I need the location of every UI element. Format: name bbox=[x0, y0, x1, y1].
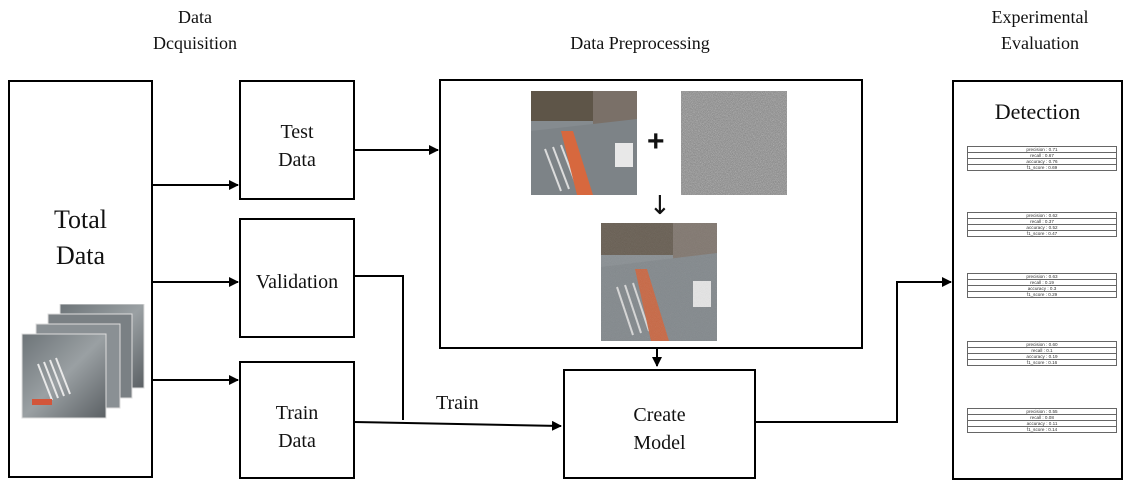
header-evaluation-line2: Evaluation bbox=[1001, 33, 1079, 53]
metrics-table-3: precision : 0.63 recall : 0.19 accuracy … bbox=[967, 273, 1117, 298]
validation-box: Validation bbox=[239, 218, 355, 338]
table-row: f1_score : 0.14 bbox=[967, 426, 1117, 433]
total-data-line1: Total bbox=[53, 205, 108, 234]
header-data-preprocessing: Data Preprocessing bbox=[520, 30, 760, 56]
original-image bbox=[531, 91, 637, 195]
metric-cell: f1_score : 0.29 bbox=[967, 291, 1117, 298]
train-data-label: Train Data bbox=[241, 399, 353, 455]
metrics-table-4: precision : 0.60 recall : 0.1 accuracy :… bbox=[967, 341, 1117, 366]
preprocessing-box: + ↓ bbox=[439, 79, 863, 349]
header-acquisition-line1: Data bbox=[178, 7, 212, 27]
header-experimental-evaluation: Experimental Evaluation bbox=[960, 4, 1120, 56]
metrics-table-5: precision : 0.55 recall : 0.08 accuracy … bbox=[967, 408, 1117, 433]
table-row: f1_score : 0.47 bbox=[967, 230, 1117, 237]
create-model-line1: Create bbox=[633, 404, 686, 426]
train-data-line2: Data bbox=[278, 430, 316, 452]
test-data-line2: Data bbox=[278, 149, 316, 171]
total-data-label: Total Data bbox=[10, 202, 151, 274]
noisy-output-image bbox=[601, 223, 717, 341]
metric-cell: f1_score : 0.14 bbox=[967, 426, 1117, 433]
table-row: f1_score : 0.16 bbox=[967, 359, 1117, 366]
metric-cell: f1_score : 0.69 bbox=[967, 164, 1117, 171]
test-data-line1: Test bbox=[280, 121, 314, 143]
train-data-line1: Train bbox=[275, 402, 319, 424]
header-acquisition-line2: Dcquisition bbox=[153, 33, 237, 53]
create-model-line2: Model bbox=[633, 432, 686, 454]
create-model-label: Create Model bbox=[565, 401, 754, 457]
table-row: f1_score : 0.69 bbox=[967, 164, 1117, 171]
arrow-train-to-create-model bbox=[353, 420, 562, 431]
metric-cell: f1_score : 0.47 bbox=[967, 230, 1117, 237]
arrow-create-model-to-detection bbox=[756, 277, 952, 423]
create-model-box: Create Model bbox=[563, 369, 756, 479]
image-stack bbox=[21, 304, 145, 419]
table-row: f1_score : 0.29 bbox=[967, 291, 1117, 298]
metrics-table-2: precision : 0.62 recall : 0.37 accuracy … bbox=[967, 212, 1117, 237]
noise-image bbox=[681, 91, 787, 195]
total-data-line2: Data bbox=[55, 241, 106, 270]
train-data-box: Train Data bbox=[239, 361, 355, 479]
metric-cell: f1_score : 0.16 bbox=[967, 359, 1117, 366]
test-data-label: Test Data bbox=[241, 118, 353, 174]
test-data-box: Test Data bbox=[239, 80, 355, 200]
header-evaluation-line1: Experimental bbox=[991, 7, 1089, 27]
validation-label: Validation bbox=[255, 271, 339, 293]
total-data-box: Total Data bbox=[8, 80, 153, 478]
detection-title: Detection bbox=[994, 99, 1081, 124]
header-preprocessing-text: Data Preprocessing bbox=[570, 33, 710, 53]
metrics-table-1: precision : 0.71 recall : 0.67 accuracy … bbox=[967, 146, 1117, 171]
down-arrow-icon: ↓ bbox=[649, 191, 671, 221]
line-validation-to-train bbox=[354, 275, 404, 420]
plus-sign: + bbox=[647, 125, 665, 158]
header-data-acquisition: Data Dcquisition bbox=[120, 4, 270, 56]
train-edge-label: Train bbox=[436, 392, 479, 414]
